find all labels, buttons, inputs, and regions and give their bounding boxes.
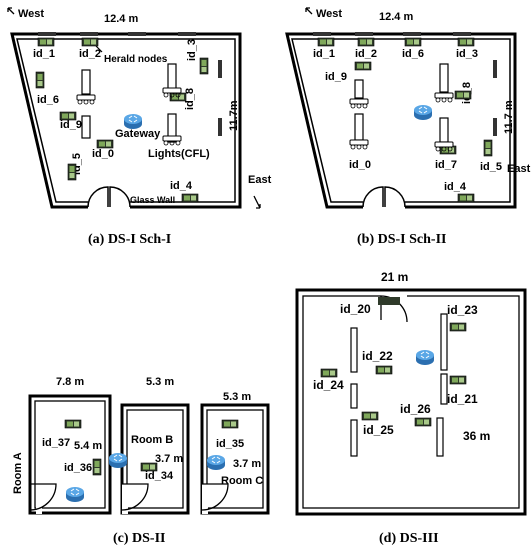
node-label: id_4 [444,181,467,193]
lights-label: Lights(CFL) [148,148,210,160]
room-c-label: Room C [221,475,263,487]
panel-b: West 12.4 m 11.7 m East id_1 id_2 id_6 i… [285,7,531,210]
router-icon [65,486,85,503]
node-label: id_8 [184,88,196,110]
dim-label: 5.4 m [74,440,102,452]
node-label: id_1 [33,48,55,60]
node-label: id_9 [325,71,347,83]
east-label-a: East [248,174,272,186]
caption-a: (a) DS-I Sch-I [88,232,171,247]
node-label: id_1 [313,48,335,60]
door-a [87,186,131,208]
east-label-b: East [507,163,531,175]
dim-label: 3.7 m [155,453,183,465]
node-label: id_2 [355,48,377,60]
floor-outline-b [285,32,517,209]
gateway-icon [413,104,433,121]
width-label-b: 12.4 m [379,11,413,23]
node-label: id_36 [64,462,92,474]
node-label: id_26 [400,402,431,416]
node-label: id_20 [340,302,371,316]
glass-wall-label: Glass Wall [130,195,175,205]
height-label-b: 11.7 m [503,100,515,134]
node-label: id_6 [402,48,424,60]
node-label: id_24 [313,378,344,392]
caption-b: (b) DS-I Sch-II [357,232,446,247]
caption-d: (d) DS-III [379,531,439,546]
west-label-b: West [316,8,342,20]
caption-c: (c) DS-II [113,531,166,546]
node-label: id_9 [60,119,82,131]
dim-label: 5.3 m [146,376,174,388]
floor-outline-a [10,32,242,209]
node-label: id_22 [362,349,393,363]
width-label-a: 12.4 m [104,13,138,25]
height-label-a: 11.7m [228,100,240,131]
node-label: id_25 [363,423,394,437]
router-icon [108,452,128,469]
node-label: id_5 [480,161,502,173]
router-icon [415,349,435,366]
router-icon [206,454,226,471]
node-label: id_7 [435,159,457,171]
herald-label: Herald nodes [104,54,168,65]
width-label-d: 21 m [381,270,408,284]
panel-d: 21 m id_20 id_23 id_22 id_24 id_21 id_26… [295,270,527,516]
node-label: id_37 [42,437,70,449]
node-label: id_0 [92,148,114,160]
inner-wall-b [291,38,511,203]
panel-a: West 12.4 m 11.7m East id_1 id_2 id_3 id… [7,7,272,210]
node-label: id_23 [447,303,478,317]
node-label: id_3 [186,39,198,61]
inner-wall-a [16,38,236,203]
panel-c: 7.8 m 5.3 m 5.3 m Room A Room B Room C 5… [12,376,270,515]
west-label-a: West [18,8,44,20]
node-label: id_4 [170,180,193,192]
room-b-label: Room B [131,434,173,446]
node-label: id_34 [145,470,174,482]
door-gap-a [88,196,130,210]
gateway-label: Gateway [115,128,161,140]
node-label: id_35 [216,438,244,450]
node-label: id_3 [456,48,478,60]
room-a-label: Room A [12,452,24,494]
node-label: id_2 [79,48,101,60]
node-label: id_0 [349,159,371,171]
dim-label: 3.7 m [233,458,261,470]
dim-label: 5.3 m [223,391,251,403]
node-label: id_21 [447,392,478,406]
height-label-d: 36 m [463,429,490,443]
gateway-icon [123,113,143,130]
dim-label: 7.8 m [56,376,84,388]
node-label: id_6 [37,94,59,106]
